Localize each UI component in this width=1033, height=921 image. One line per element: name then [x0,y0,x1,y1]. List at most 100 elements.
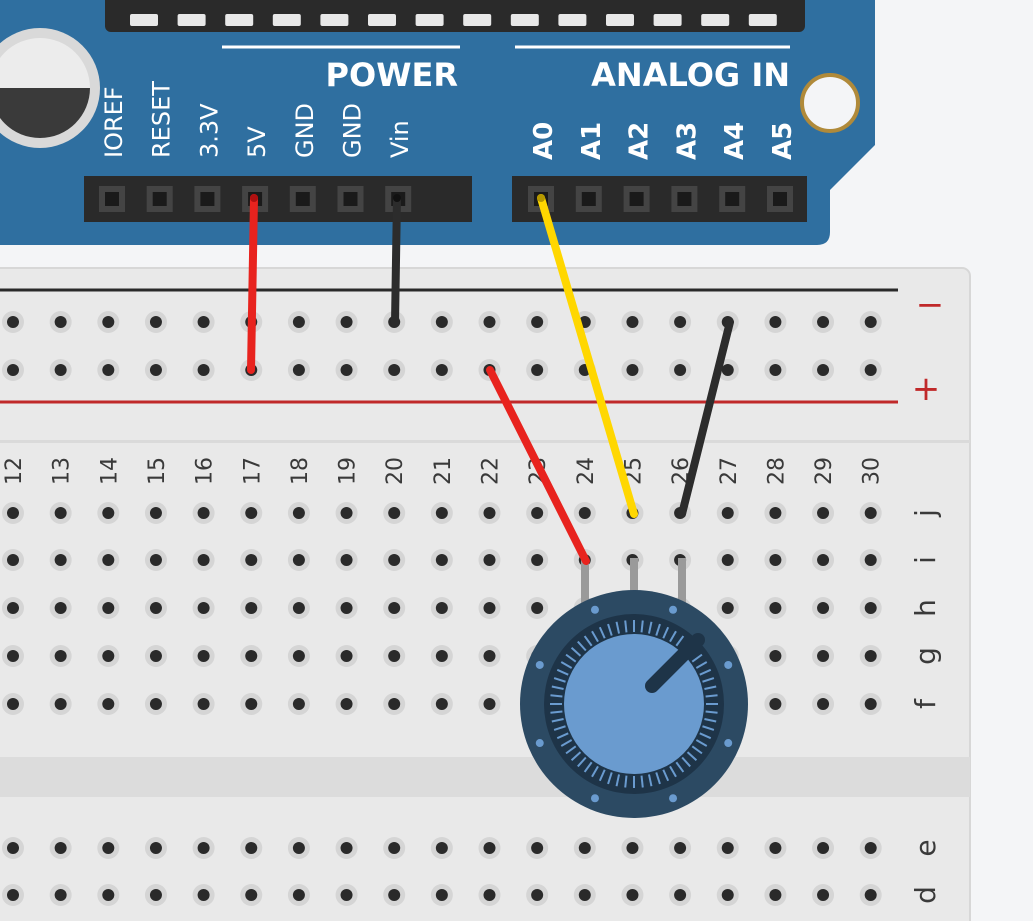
wire-a0-to-pot-wiper[interactable] [537,194,638,518]
analog-header-socket[interactable] [512,176,807,222]
digital-pin[interactable] [606,14,634,26]
row-label: h [909,599,942,617]
pot-tick [591,630,599,643]
rail-divider [0,440,970,443]
hole-center [340,602,353,614]
row-label: e [909,839,942,856]
potentiometer-icon[interactable] [520,558,748,818]
digital-pin[interactable] [415,14,444,26]
pot-tick [640,620,644,633]
pot-tick [615,621,621,634]
pot-tick [675,761,685,773]
hole-center [483,698,496,710]
power-header-label: POWER [326,56,458,94]
hole-center [292,842,305,854]
power-pin-label: GND [339,103,367,158]
wire-3v3-to-plus-rail[interactable] [247,194,258,374]
power-pin-label: Vin [386,120,414,158]
hole-center [483,316,496,328]
pot-tick [598,626,606,639]
pot-pointer [645,633,705,693]
digital-pin[interactable] [368,14,396,26]
hole-center [340,650,353,662]
hole-center [197,602,210,614]
hole-center [769,650,782,662]
digital-pin[interactable] [130,14,158,26]
pot-tick [695,661,708,669]
power-pin-label: 5V [243,126,271,158]
hole-center [721,364,734,376]
hole-center [531,554,544,566]
hole-center [54,842,67,854]
pot-tick [699,732,712,740]
power-sockets[interactable] [99,186,412,212]
digital-pin[interactable] [272,14,301,26]
analog-pin-label: A1 [577,122,607,160]
hole-center [721,602,734,614]
hole-center [149,507,162,519]
hole-center [721,507,734,519]
digital-pin[interactable] [748,14,777,26]
pot-tick [565,745,577,755]
hole-center [54,554,67,566]
pot-leg-middle [630,558,638,603]
digital-pin[interactable] [463,14,492,26]
pot-tick [669,630,677,643]
digital-pin[interactable] [510,14,539,26]
pot-dot [590,605,599,614]
pot-dot [724,739,733,748]
pot-tick [577,756,587,768]
hole-center [102,602,115,614]
hole-center [531,507,544,519]
hole-center [245,602,258,614]
hole-center [864,698,877,710]
digital-pin[interactable] [701,14,730,26]
row-label: j [909,509,942,518]
row-label: i [909,556,942,564]
digital-pin[interactable] [225,14,254,26]
hole-center [340,889,353,901]
hole-center [292,889,305,901]
hole-center [864,507,877,519]
pot-dot [535,660,544,669]
analog-socket-hole [581,192,596,206]
hole-center [388,602,401,614]
hole-center [245,507,258,519]
digital-pin[interactable] [177,14,206,26]
hole-center [626,842,639,854]
hole-center [340,316,353,328]
wire-end [250,194,258,202]
wire-plus-rail-to-pot[interactable] [486,366,590,565]
hole-center [149,698,162,710]
pot-tick [556,732,569,740]
digital-pin[interactable] [653,14,682,26]
wire-minus-rail-to-pot[interactable] [678,318,734,518]
pot-tick [583,761,593,773]
power-pin-label: RESET [148,81,176,158]
hole-center [626,364,639,376]
hole-center [292,507,305,519]
pot-tick [583,635,593,647]
hole-center [435,602,448,614]
digital-pin[interactable] [558,14,587,26]
column-label: 30 [860,457,885,485]
power-header-socket[interactable] [84,176,472,222]
hole-center [292,316,305,328]
hole-center [864,842,877,854]
pot-dot [590,794,599,803]
wire-gnd-to-minus-rail[interactable] [391,194,401,327]
hole-center [245,842,258,854]
pot-tick [662,769,670,782]
digital-pin[interactable] [320,14,349,26]
hole-center [149,650,162,662]
row-label: d [909,886,942,904]
column-label: 21 [431,457,456,485]
wires [247,194,734,565]
hole-center [817,554,830,566]
hole-center [435,650,448,662]
hole-center [531,842,544,854]
hole-center [388,650,401,662]
analog-pin-label: A2 [625,122,655,160]
